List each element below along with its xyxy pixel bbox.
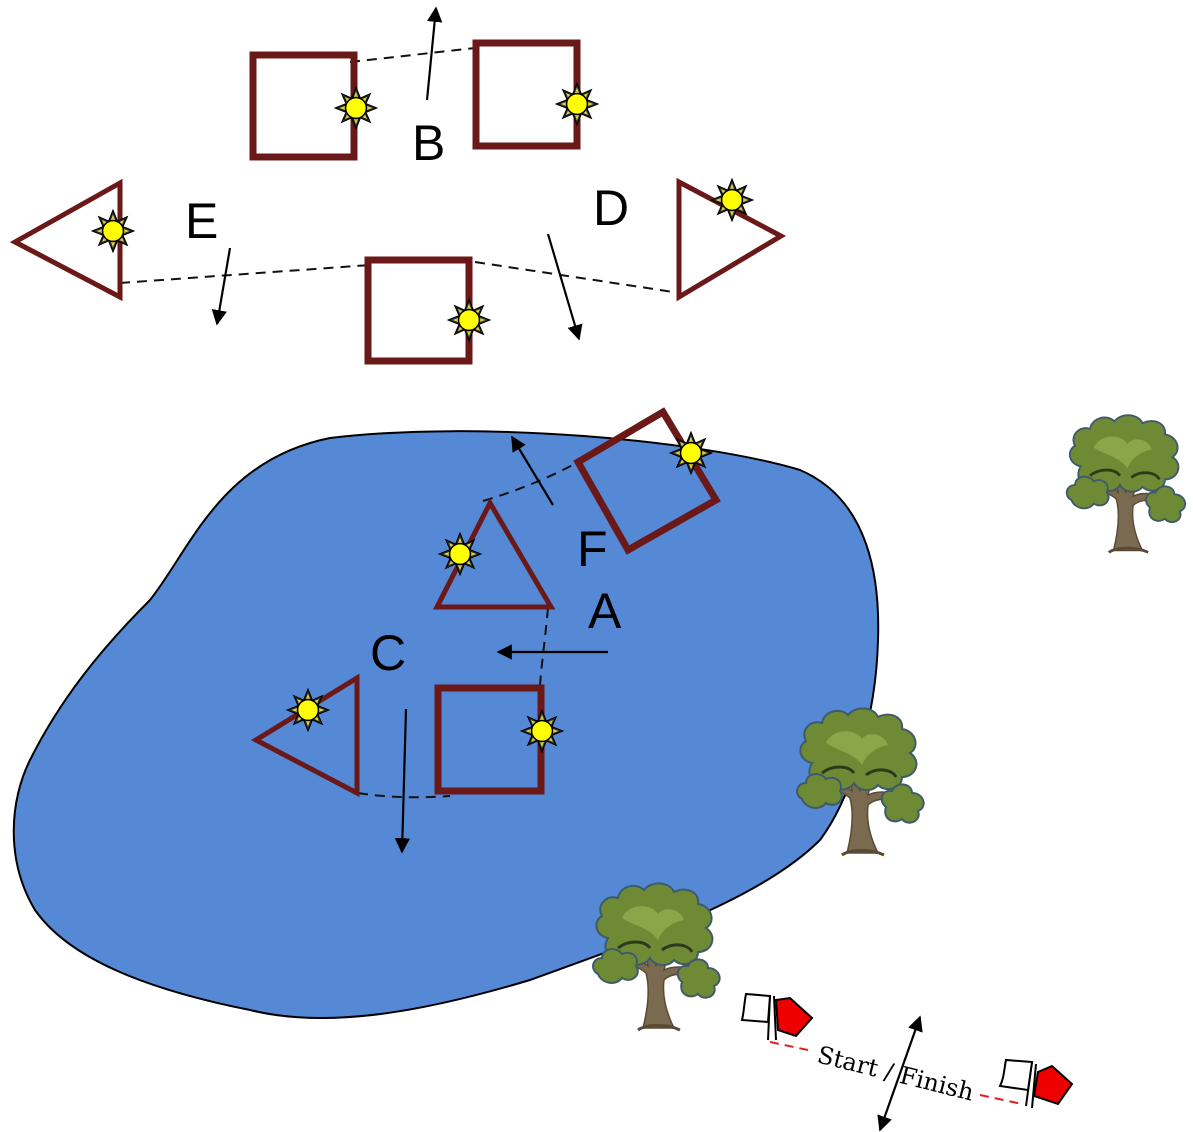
gate-label-e: E (185, 193, 218, 249)
tree-icon (1065, 413, 1187, 554)
arrow-icon (511, 435, 554, 506)
arrow-icon (877, 1015, 923, 1132)
start-line (769, 1041, 809, 1051)
gate-lines (119, 47, 681, 799)
light-icon (91, 209, 135, 253)
arrow-icon (546, 233, 583, 341)
light-icon (520, 709, 564, 753)
gate-labels: A B C D E F (185, 115, 629, 681)
tree-icon (591, 881, 722, 1032)
light-icon (334, 86, 378, 130)
square-frame (472, 39, 581, 150)
gate-label-a: A (588, 583, 622, 639)
light-icon (710, 178, 754, 222)
finish-line (979, 1094, 1023, 1105)
light-icon (669, 431, 713, 475)
gate-label-f: F (577, 521, 608, 577)
arrow-icon (394, 708, 411, 854)
gate-label-c: C (370, 625, 406, 681)
light-icon (438, 532, 482, 576)
light-icon (555, 82, 599, 126)
gate-label-b: B (412, 115, 445, 171)
square-frame (573, 407, 721, 555)
light-icon (447, 298, 491, 342)
flag-icon (740, 992, 814, 1041)
direction-arrows (211, 6, 923, 1132)
flag-icon (998, 1058, 1074, 1109)
lake (12, 430, 880, 1020)
arrow-icon (211, 247, 232, 326)
square-frame (364, 256, 473, 365)
start-finish-label: Start / Finish (815, 1041, 977, 1107)
arrow-icon (425, 6, 443, 101)
light-icon (286, 688, 330, 732)
gate-label-d: D (593, 180, 629, 236)
